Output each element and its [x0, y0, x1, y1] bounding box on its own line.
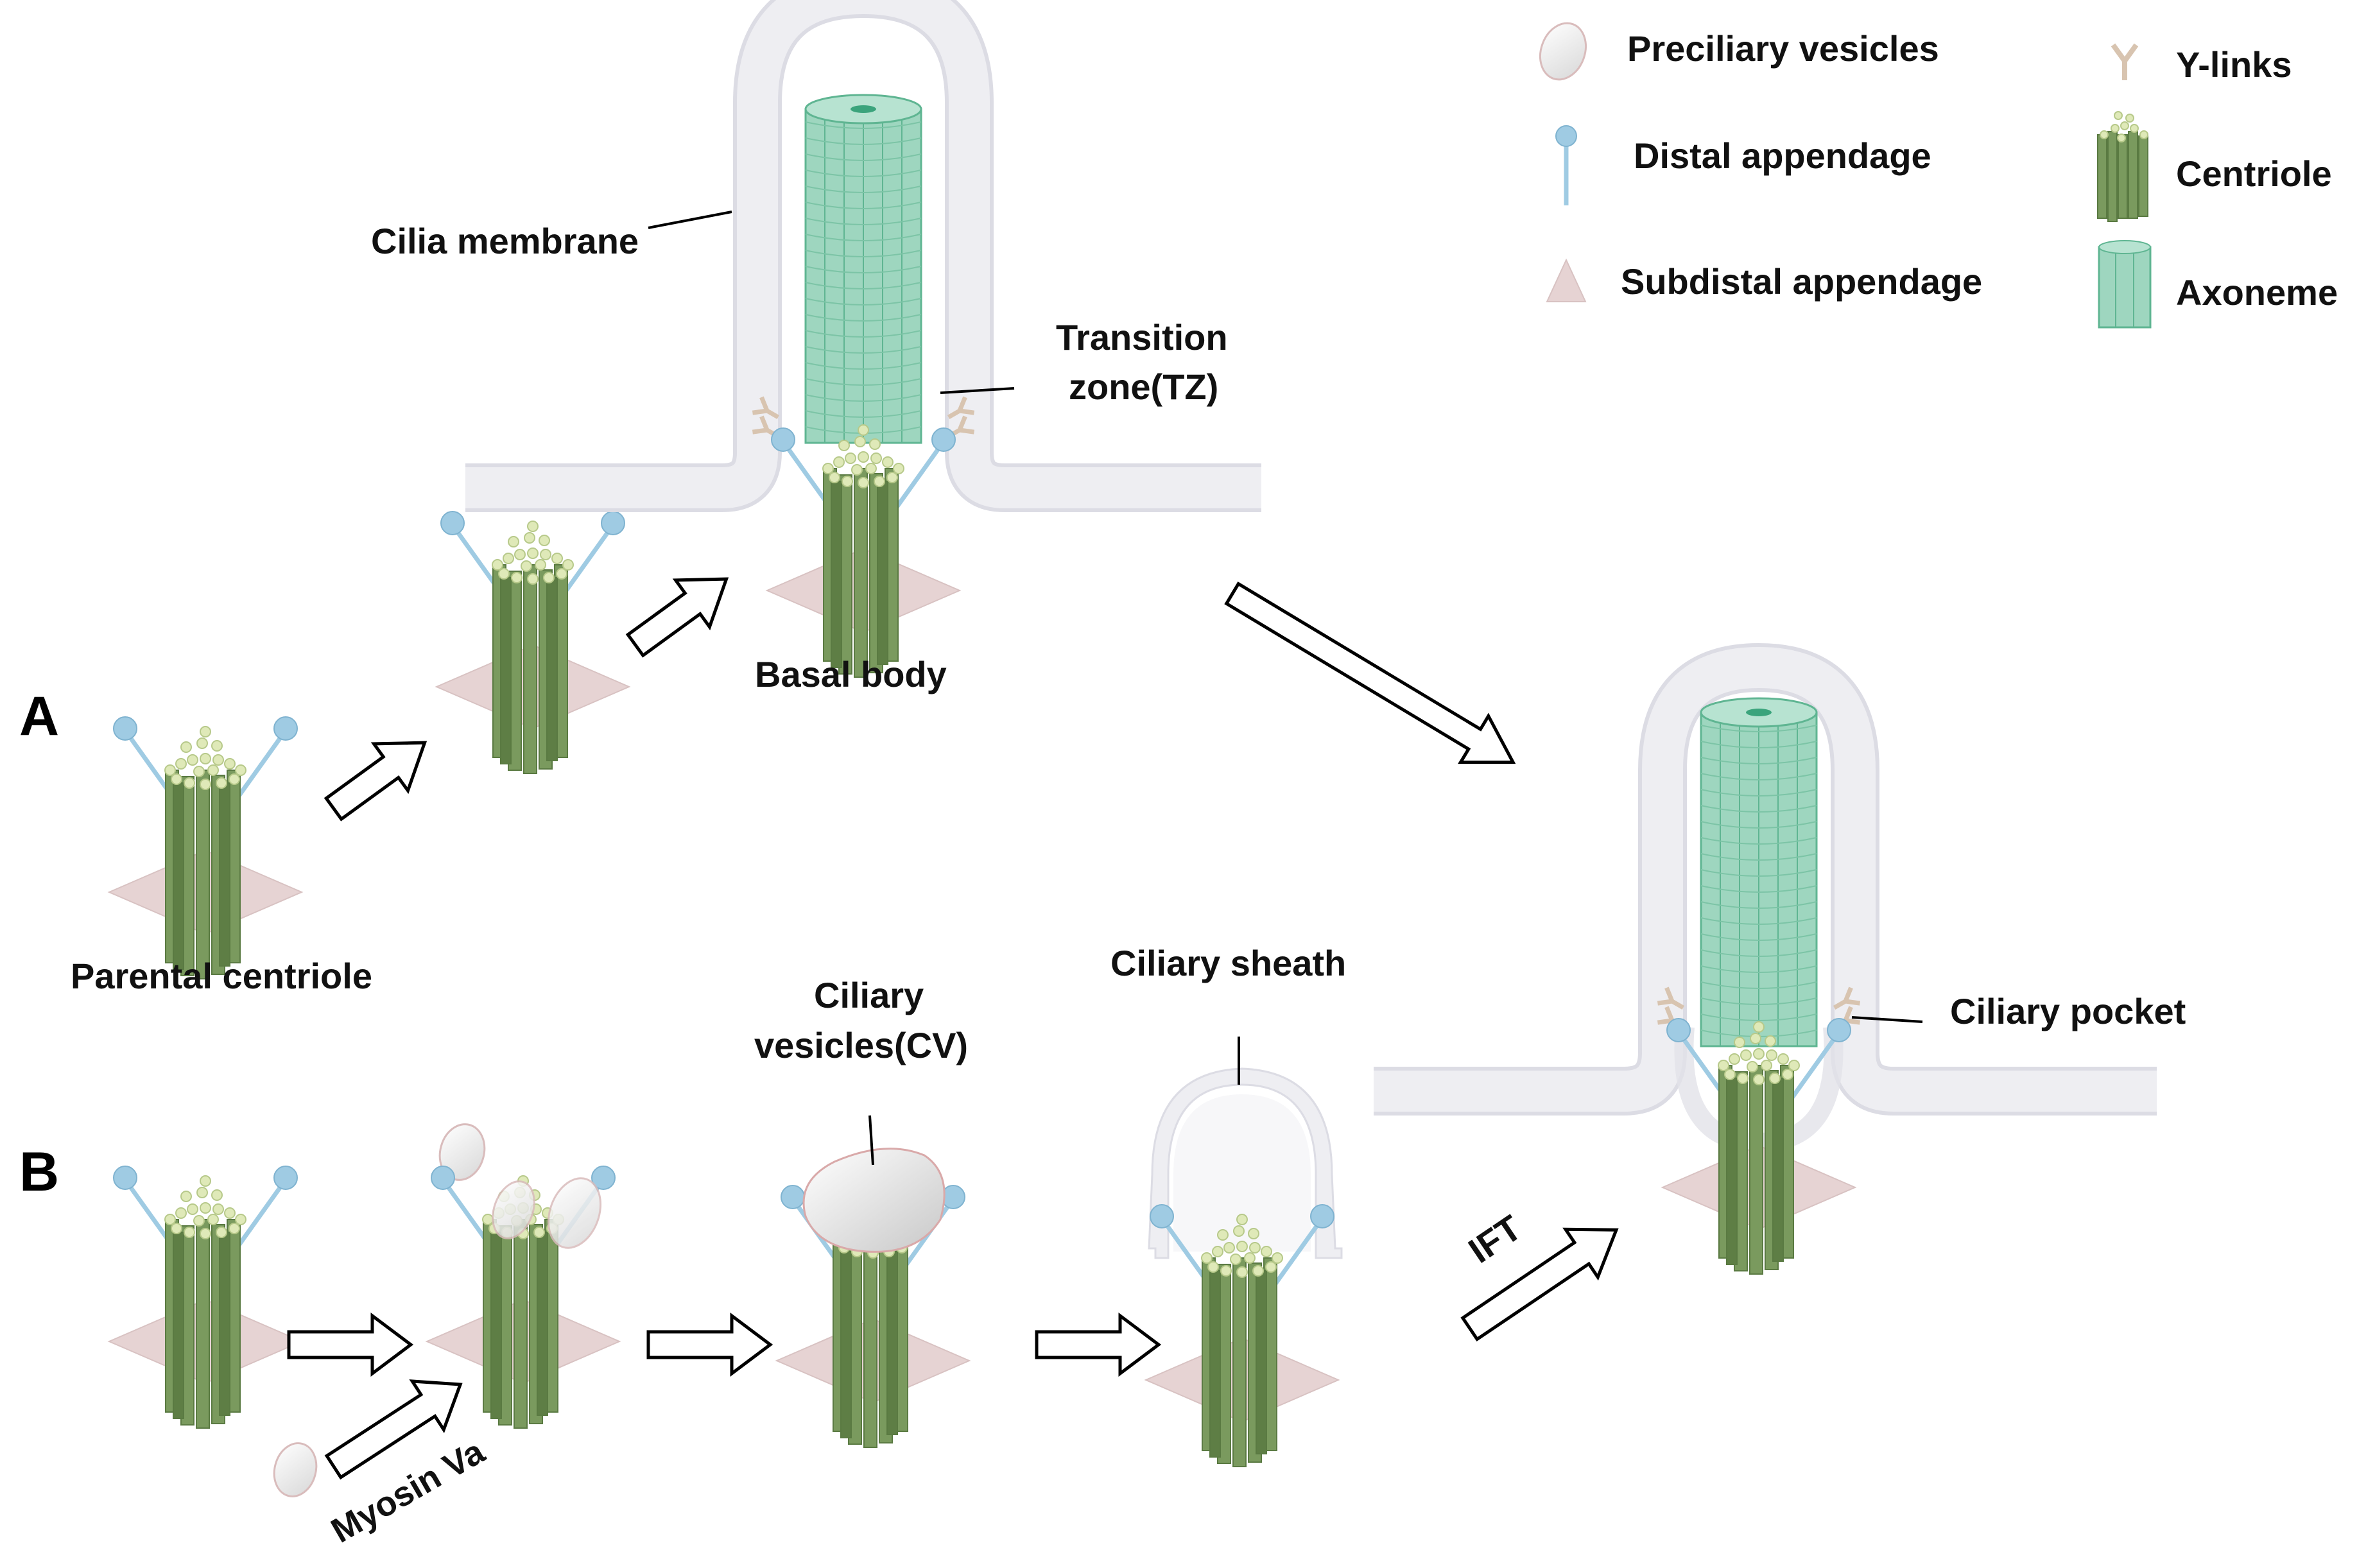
arrow-a2: [625, 577, 729, 658]
subdistal-appendage-icon: [1546, 258, 1587, 302]
mature-cilium-figure: [1374, 642, 2157, 1275]
transition-zone-label-line2: zone(TZ): [1069, 366, 1218, 407]
legend-preciliary-vesicles: Preciliary vesicles: [1627, 28, 1939, 69]
cilia-membrane-pointer: [648, 211, 732, 229]
arrow-a3: [1224, 582, 1516, 764]
parental-centriole-figure: [108, 717, 302, 979]
arrow-myosin: [324, 1379, 463, 1480]
ciliary-pocket-label: Ciliary pocket: [1950, 991, 2186, 1031]
transition-zone-label-line1: Transition: [1056, 317, 1228, 358]
ciliary-sheath-label: Ciliary sheath: [1110, 943, 1346, 983]
parental-centriole-label: Parental centriole: [71, 956, 372, 996]
ciliary-vesicles-label-line1: Ciliary: [814, 975, 924, 1015]
legend-subdistal-appendage: Subdistal appendage: [1621, 261, 1982, 302]
ift-label: IFT: [1461, 1207, 1528, 1271]
panel-label-a: A: [19, 685, 59, 747]
ciliary-pocket-pointer: [1851, 1016, 1923, 1023]
basal-body-label: Basal body: [755, 654, 947, 694]
legend-axoneme: Axoneme: [2176, 272, 2338, 313]
arrow-ift: [1460, 1227, 1619, 1342]
centriole-b1-figure: [108, 1166, 302, 1429]
docked-centriole-figure: [436, 512, 630, 774]
legend-centriole: Centriole: [2176, 153, 2332, 194]
preciliary-vesicle-icon: [1539, 22, 1587, 81]
transition-zone-pointer: [940, 387, 1015, 394]
legend-distal-appendage: Distal appendage: [1634, 135, 1931, 176]
arrow-a1: [324, 741, 428, 822]
centriole-icon: [2097, 111, 2148, 222]
panel-label-b: B: [19, 1141, 59, 1203]
distal-appendage-icon: [1555, 125, 1577, 205]
axoneme-icon: [2098, 240, 2152, 329]
arrow-b3: [1035, 1313, 1162, 1377]
ciliary-vesicle-pointer: [868, 1115, 874, 1166]
legend: Preciliary vesicles Distal appendage Sub…: [1539, 22, 2338, 329]
arrow-b2: [646, 1313, 773, 1377]
legend-y-links: Y-links: [2176, 44, 2292, 85]
y-links-icon: [2111, 43, 2139, 80]
cilia-membrane-label: Cilia membrane: [371, 221, 639, 261]
preciliary-vesicle-docking-figure: [273, 1123, 620, 1497]
ciliary-sheath-figure: [1145, 1067, 1343, 1467]
arrow-b1: [287, 1313, 414, 1377]
ciliary-vesicle-figure: [776, 1148, 970, 1448]
ciliary-vesicles-label-line2: vesicles(CV): [754, 1025, 968, 1065]
